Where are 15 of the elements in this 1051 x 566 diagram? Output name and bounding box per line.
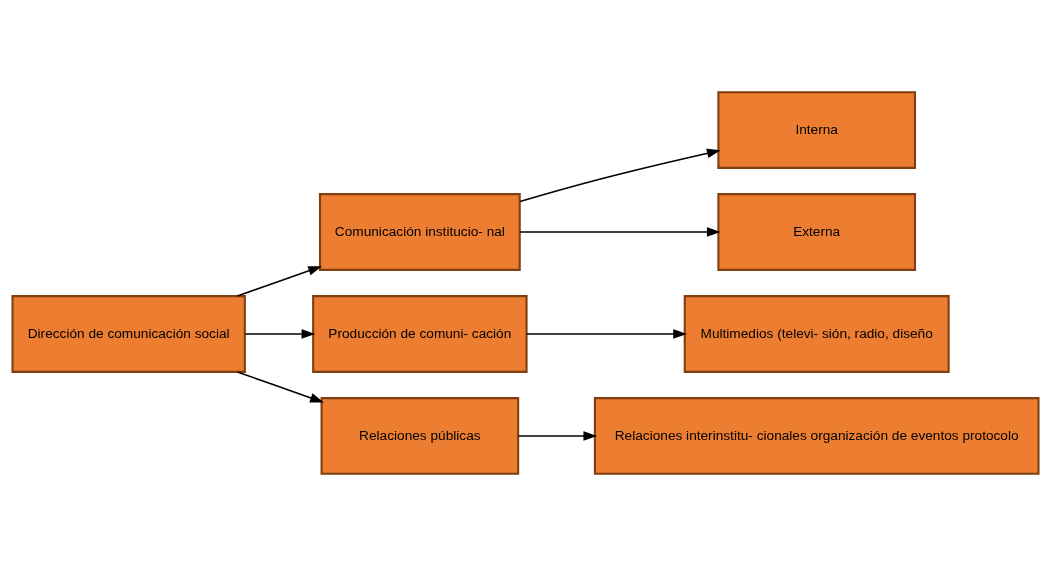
- node-box: Relaciones públicas: [320, 397, 520, 475]
- node-box: Multimedios (televi- sión, radio, diseño: [683, 295, 950, 373]
- node-box: Comunicación institucio- nal: [318, 193, 521, 271]
- arrow: [244, 329, 316, 339]
- arrow: [517, 431, 598, 441]
- arrow: [519, 227, 721, 237]
- arrow: [525, 329, 687, 339]
- arrow: [236, 266, 322, 297]
- arrow: [236, 371, 324, 403]
- node-box: Dirección de comunicación social: [11, 295, 246, 373]
- node-box: Relaciones interinstitu- cionales organización de eventos protocolo: [593, 397, 1040, 475]
- node-box: Externa: [717, 193, 916, 271]
- arrow: [519, 148, 721, 203]
- node-box: Producción de comuni- cación: [312, 295, 528, 373]
- node-box: Interna: [717, 91, 916, 169]
